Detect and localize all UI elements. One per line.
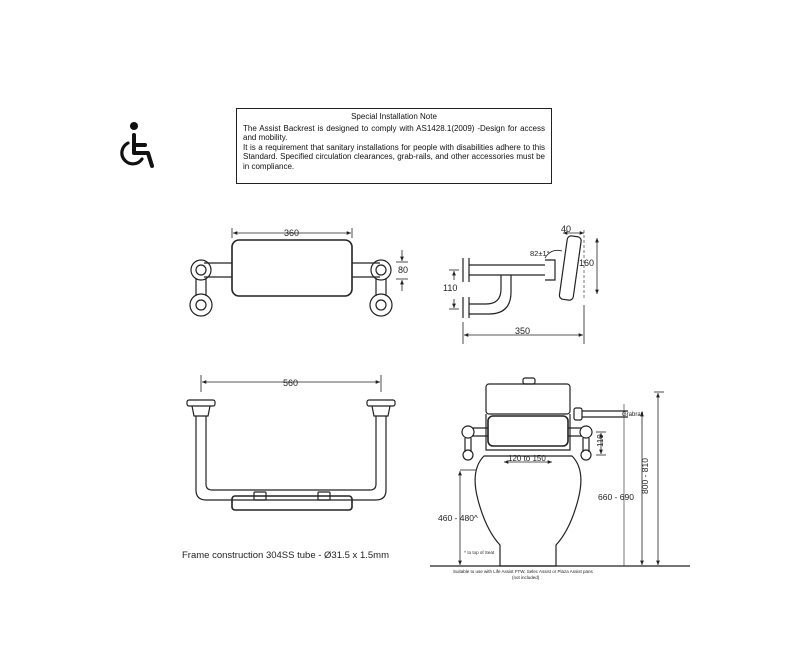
installation-note-box: Special Installation Note The Assist Bac… bbox=[236, 108, 552, 184]
top-of-seat-note: ^ to top of Seat bbox=[464, 550, 495, 555]
note-title: Special Installation Note bbox=[351, 112, 437, 121]
plan-view bbox=[186, 375, 396, 511]
backrest-range-dim: 120 to 150 bbox=[508, 454, 546, 463]
backrest-pad-installed bbox=[487, 415, 569, 447]
side-length-dim: 350 bbox=[515, 326, 530, 336]
side-angle-dim: 82±1° bbox=[530, 249, 550, 258]
side-height-dim: 160 bbox=[579, 258, 594, 268]
seat-height-dim: 460 - 480^ bbox=[438, 513, 478, 523]
installation-view bbox=[430, 377, 690, 567]
front-view bbox=[189, 228, 408, 317]
left-wall-flange bbox=[190, 259, 212, 281]
flush-button bbox=[522, 377, 536, 385]
wheelchair-icon bbox=[120, 122, 154, 168]
note-line-requirement: It is a requirement that sanitary instal… bbox=[243, 142, 545, 171]
backrest-pad-front bbox=[231, 239, 353, 297]
grab-rail-label: Grabrail bbox=[622, 412, 643, 418]
not-included-footnote: (not included) bbox=[512, 575, 540, 580]
plan-width-dim: 560 bbox=[283, 378, 298, 388]
installed-backrest-height-dim: 110 bbox=[596, 434, 605, 447]
side-view bbox=[449, 230, 599, 344]
front-width-dim: 360 bbox=[284, 228, 299, 238]
rail-height-dim: 660 - 690 bbox=[598, 492, 634, 502]
side-rail-drop-dim: 110 bbox=[443, 283, 457, 293]
backrest-pad-plan bbox=[231, 495, 353, 511]
right-wall-flange bbox=[370, 259, 392, 281]
front-height-dim: 80 bbox=[398, 265, 408, 275]
note-line-compliance: The Assist Backrest is designed to compl… bbox=[243, 123, 545, 143]
overall-height-dim: 800 - 810 bbox=[640, 458, 650, 494]
frame-construction-caption: Frame construction 304SS tube - Ø31.5 x … bbox=[182, 550, 389, 561]
cistern bbox=[485, 383, 571, 415]
side-depth-dim: 40 bbox=[561, 224, 571, 234]
compatibility-footnote: Suitable to use with Life Assist FTW, Se… bbox=[453, 569, 594, 574]
